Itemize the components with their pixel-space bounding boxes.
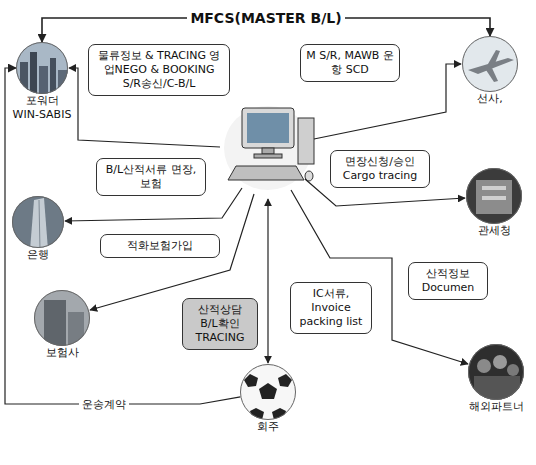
entity-circle — [16, 42, 68, 94]
photo-window — [482, 196, 506, 200]
photo-ground — [10, 194, 66, 250]
entity-node: 은행 — [10, 196, 66, 262]
photo-line — [39, 200, 40, 250]
photo-ground — [464, 166, 524, 226]
entity-photo — [466, 342, 526, 402]
circle-outline — [16, 42, 68, 94]
entity-photo — [14, 40, 70, 96]
photo-building — [476, 180, 512, 214]
info-box: 적화보험가입 — [100, 234, 220, 258]
entity-circle — [12, 196, 64, 248]
info-box: 면장신청/승인 Cargo tracing — [330, 150, 430, 188]
info-box: IC서류, Invoice packing list — [290, 282, 372, 334]
edge-label: 운송계약 — [79, 397, 129, 412]
info-box: M S/R, MAWB 운항 SCD — [300, 44, 400, 82]
photo-ball — [240, 364, 296, 420]
entity-circle — [34, 290, 90, 346]
entity-label: WIN-SABIS — [6, 108, 78, 122]
entity-photo — [10, 194, 66, 250]
flow-arrow — [267, 199, 268, 363]
info-box: B/L산적서류 면장,보험 — [96, 158, 206, 196]
circle-outline — [462, 36, 518, 92]
entity-node: 해외파트너 — [464, 344, 528, 414]
circle-outline — [35, 291, 90, 346]
entity-label: 해외파트너 — [464, 400, 528, 414]
photo-person — [477, 359, 491, 373]
box-text: 물류정보 & TRACING 영업NEGO & BOOKING S/R송신/C-… — [94, 49, 224, 91]
info-box: 산적상담 B/L확인 TRACING — [182, 298, 258, 350]
entity-photo — [460, 34, 520, 94]
info-box: 물류정보 & TRACING 영업NEGO & BOOKING S/R송신/C-… — [88, 44, 230, 96]
photo-building — [20, 62, 28, 96]
box-text: B/L산적서류 면장,보험 — [102, 163, 200, 191]
entity-node: 보험사 — [32, 290, 92, 360]
box-text: M S/R, MAWB 운항 SCD — [306, 49, 394, 77]
flow-arrows — [65, 64, 468, 364]
box-text: 면장신청/승인 Cargo tracing — [336, 155, 424, 183]
circle-outline — [469, 345, 524, 400]
photo-building — [68, 312, 84, 346]
circle-outline — [466, 168, 522, 224]
circle-outline — [463, 37, 518, 92]
entity-node: 회주 — [238, 364, 298, 434]
connector — [5, 68, 240, 404]
circle-outline — [13, 197, 64, 248]
entity-label: 선사, — [460, 92, 520, 106]
entity-circle — [240, 364, 296, 420]
photo-sky — [14, 40, 70, 96]
photo-sky — [460, 34, 520, 94]
photo-building — [30, 198, 48, 250]
flow-arrow — [90, 194, 254, 310]
monitor-stand — [262, 148, 274, 154]
photo-airplane — [488, 50, 500, 66]
entity-circle — [462, 36, 518, 92]
photo-person — [493, 355, 507, 369]
entity-circle — [466, 168, 522, 224]
photo-ground — [32, 288, 92, 348]
circle-outline — [467, 169, 522, 224]
entity-label: 회주 — [238, 420, 298, 434]
photo-building — [44, 300, 66, 346]
entity-node: 관세청 — [464, 168, 524, 238]
monitor-screen — [247, 113, 289, 143]
info-box: 산적정보 Documen — [408, 262, 488, 300]
circle-outline — [240, 364, 296, 420]
computer-icon — [224, 106, 314, 190]
photo-window — [482, 186, 506, 190]
photo-airplane — [486, 68, 498, 82]
entity-label: 은행 — [10, 248, 66, 262]
circle-outline — [468, 344, 524, 400]
photo-building — [39, 66, 48, 96]
entity-circle — [468, 344, 524, 400]
monitor-base — [254, 154, 282, 158]
box-text: 산적정보 Documen — [414, 267, 482, 295]
photo-person — [507, 364, 519, 376]
photo-ball-patch — [259, 383, 277, 399]
entity-photo — [240, 364, 296, 420]
entity-label: 포워더 — [6, 94, 78, 108]
circle-outline — [12, 196, 64, 248]
photo-bodies — [474, 376, 520, 402]
box-text: 산적상담 B/L확인 TRACING — [188, 303, 252, 345]
box-text: IC서류, Invoice packing list — [296, 287, 366, 329]
entity-node: 선사, — [460, 36, 520, 106]
entity-node: 포워더WIN-SABIS — [6, 42, 78, 122]
photo-building — [30, 52, 37, 96]
circle-outline — [17, 43, 68, 94]
entity-label: 관세청 — [464, 224, 524, 238]
pc-tower — [298, 118, 314, 164]
edge-label: MFCS(MASTER B/L) — [187, 9, 344, 27]
box-text: 적화보험가입 — [106, 239, 214, 253]
entity-photo — [32, 288, 92, 348]
entity-photo — [464, 166, 524, 226]
circle-outline — [241, 365, 296, 420]
monitor — [242, 108, 294, 148]
entity-label: 보험사 — [32, 346, 92, 360]
keyboard — [228, 166, 304, 180]
circle-outline — [34, 290, 90, 346]
photo-ground — [466, 342, 526, 402]
